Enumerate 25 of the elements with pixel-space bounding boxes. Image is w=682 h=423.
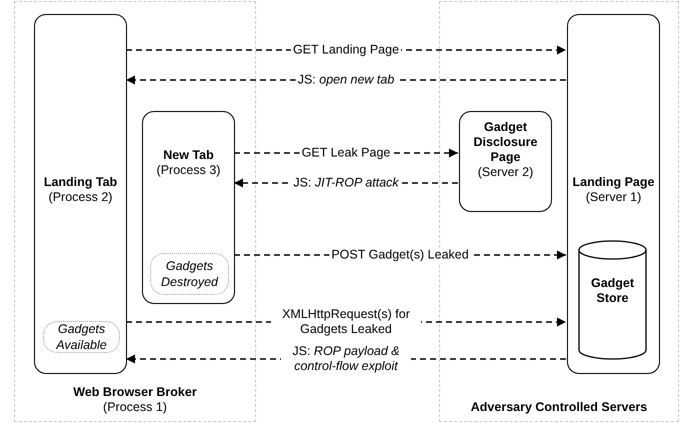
- node-title: Landing Tab: [44, 175, 118, 190]
- edge-label: JS: ROP payload & control-flow exploit: [281, 344, 411, 374]
- node-subtitle: (Server 1): [586, 190, 642, 205]
- process-box: [34, 14, 127, 374]
- edge-label: POST Gadget(s) Leaked: [329, 248, 471, 262]
- edge-label: GET Landing Page: [290, 42, 402, 58]
- node-title: Gadget Store: [590, 276, 636, 306]
- node-subtitle: (Server 2): [478, 165, 534, 180]
- node-title: Gadget Disclosure Page: [472, 120, 538, 165]
- group-panel: [14, 1, 256, 422]
- edge-label: GET Leak Page: [300, 146, 392, 160]
- process-box: [567, 14, 660, 374]
- group-title: Web Browser Broker: [73, 385, 197, 400]
- node-subtitle: (Process 2): [48, 190, 112, 205]
- note-text: Gadgets Destroyed: [160, 258, 220, 290]
- node-title: New Tab: [163, 148, 214, 163]
- group-title: Adversary Controlled Servers: [470, 400, 648, 415]
- edge-label: JS: open new tab: [296, 72, 396, 88]
- process-box: [459, 111, 552, 212]
- node-title: Landing Page: [572, 175, 654, 190]
- node-subtitle: (Process 3): [156, 163, 220, 178]
- process-box: [142, 111, 235, 304]
- note-text: Gadgets Available: [54, 321, 108, 353]
- group-subtitle: (Process 1): [103, 400, 167, 415]
- edge-label: XMLHttpRequest(s) for Gadgets Leaked: [271, 307, 421, 337]
